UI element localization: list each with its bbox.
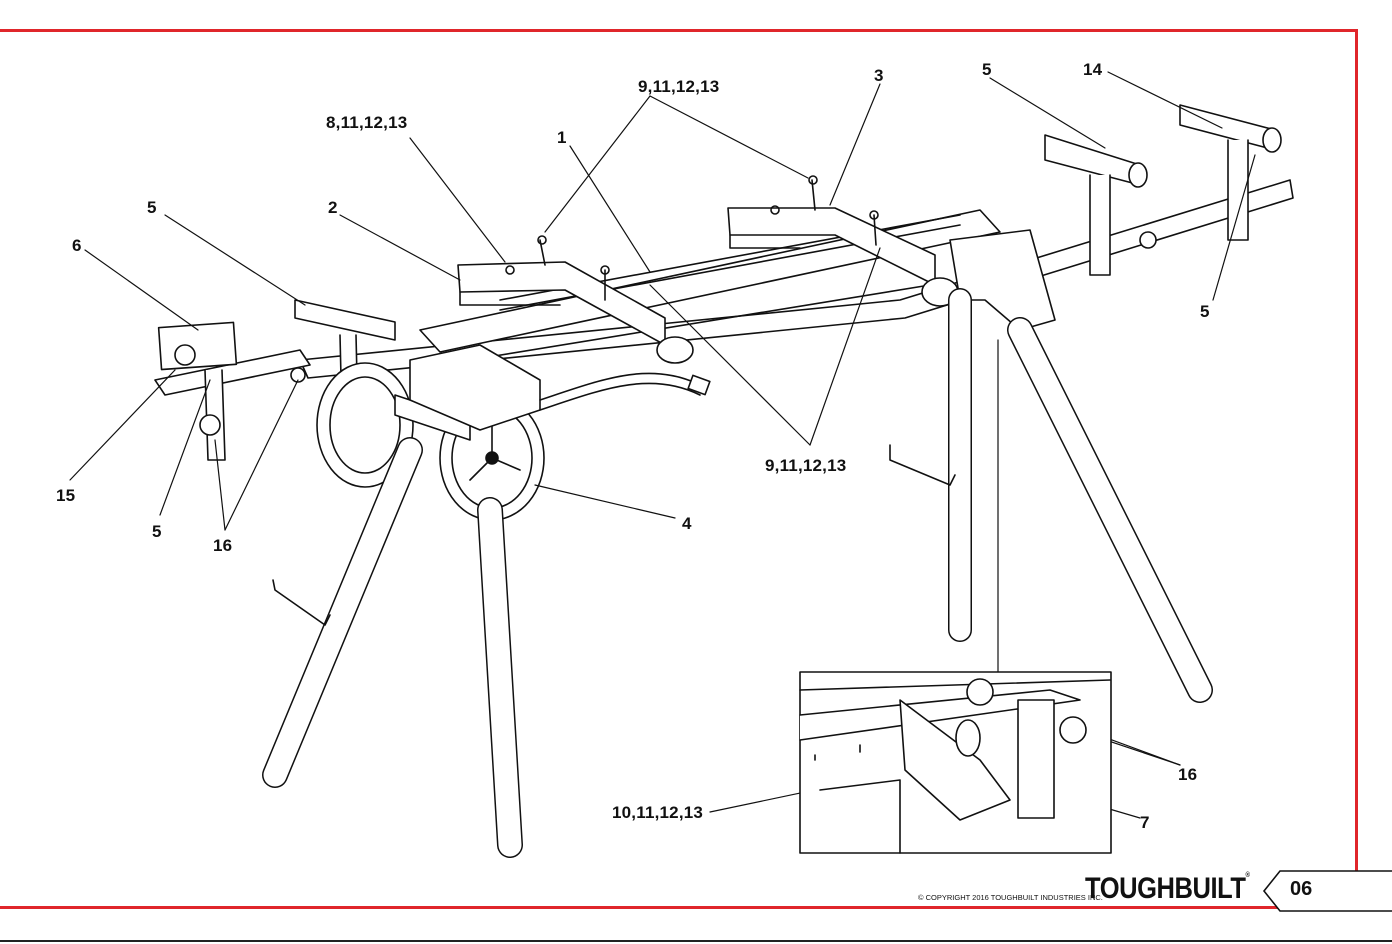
bottom-rule [0, 940, 1392, 942]
copyright-notice: © COPYRIGHT 2016 TOUGHBUILT INDUSTRIES I… [918, 893, 1103, 902]
power-cord [540, 373, 710, 410]
callout-label: 9,11,12,13 [765, 456, 846, 476]
callout-label: 2 [328, 198, 338, 218]
callout-label: 9,11,12,13 [638, 77, 719, 97]
callout-label: 8,11,12,13 [326, 113, 407, 133]
callout-label: 14 [1083, 60, 1102, 80]
callout-label: 1 [557, 128, 567, 148]
registered-mark: ® [1246, 872, 1250, 879]
page-number-tab [1258, 870, 1392, 912]
callout-label: 5 [152, 522, 162, 542]
callout-label: 6 [72, 236, 82, 256]
callout-label: 5 [147, 198, 157, 218]
callout-label: 10,11,12,13 [612, 803, 703, 823]
callout-label: 7 [1140, 813, 1150, 833]
callout-label: 16 [213, 536, 232, 556]
callout-label: 4 [682, 514, 692, 534]
wheel-assembly [317, 345, 544, 520]
callout-label: 5 [982, 60, 992, 80]
callout-label: 16 [1178, 765, 1197, 785]
callout-label: 3 [874, 66, 884, 86]
callout-label: 5 [1200, 302, 1210, 322]
callout-label: 15 [56, 486, 75, 506]
brand-wordmark: TOUGHBUILT [1085, 872, 1246, 905]
toughbuilt-logo: TOUGHBUILT® [1085, 872, 1250, 906]
page-number: 06 [1290, 878, 1312, 901]
inset-detail [800, 672, 1111, 853]
